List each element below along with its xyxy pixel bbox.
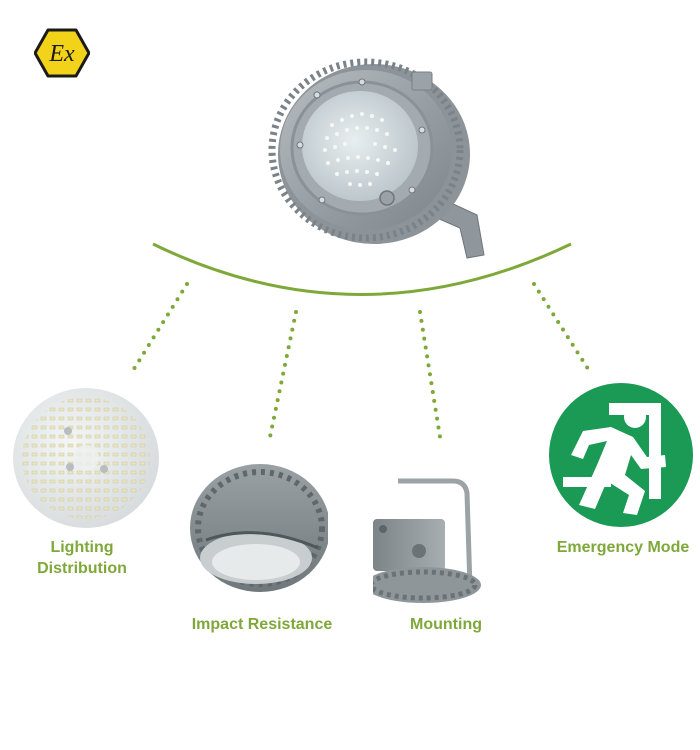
high-bay-light-image <box>268 58 485 259</box>
lighting-distribution-label-line1: Lighting <box>50 539 114 556</box>
emergency-exit-icon <box>549 383 693 527</box>
impact-resistance-label: Impact Resistance <box>191 616 333 633</box>
feature-emergency-mode <box>549 383 693 527</box>
feature-impact-resistance <box>188 462 328 597</box>
feature-lighting-distribution <box>12 387 160 529</box>
product-image <box>262 50 497 265</box>
lighting-distribution-label-line2: Distribution <box>37 560 127 577</box>
connector-mounting <box>418 310 442 439</box>
feature-mounting <box>373 475 483 605</box>
connector-emergency <box>532 282 592 374</box>
emergency-mode-label: Emergency Mode <box>556 539 690 556</box>
led-array-icon <box>13 388 159 528</box>
atex-ex-hexagon-icon: Ex <box>34 28 90 78</box>
ex-mark-text: Ex <box>48 41 75 67</box>
product-arc <box>152 242 572 296</box>
mounting-bracket-icon <box>373 478 481 603</box>
impact-housing-icon <box>190 464 328 592</box>
ex-certification-mark: Ex <box>34 28 90 78</box>
mounting-label: Mounting <box>410 616 482 633</box>
lighting-distribution-label: Lighting Distribution <box>22 537 142 579</box>
connector-lighting <box>130 282 189 374</box>
connector-impact <box>268 310 298 439</box>
